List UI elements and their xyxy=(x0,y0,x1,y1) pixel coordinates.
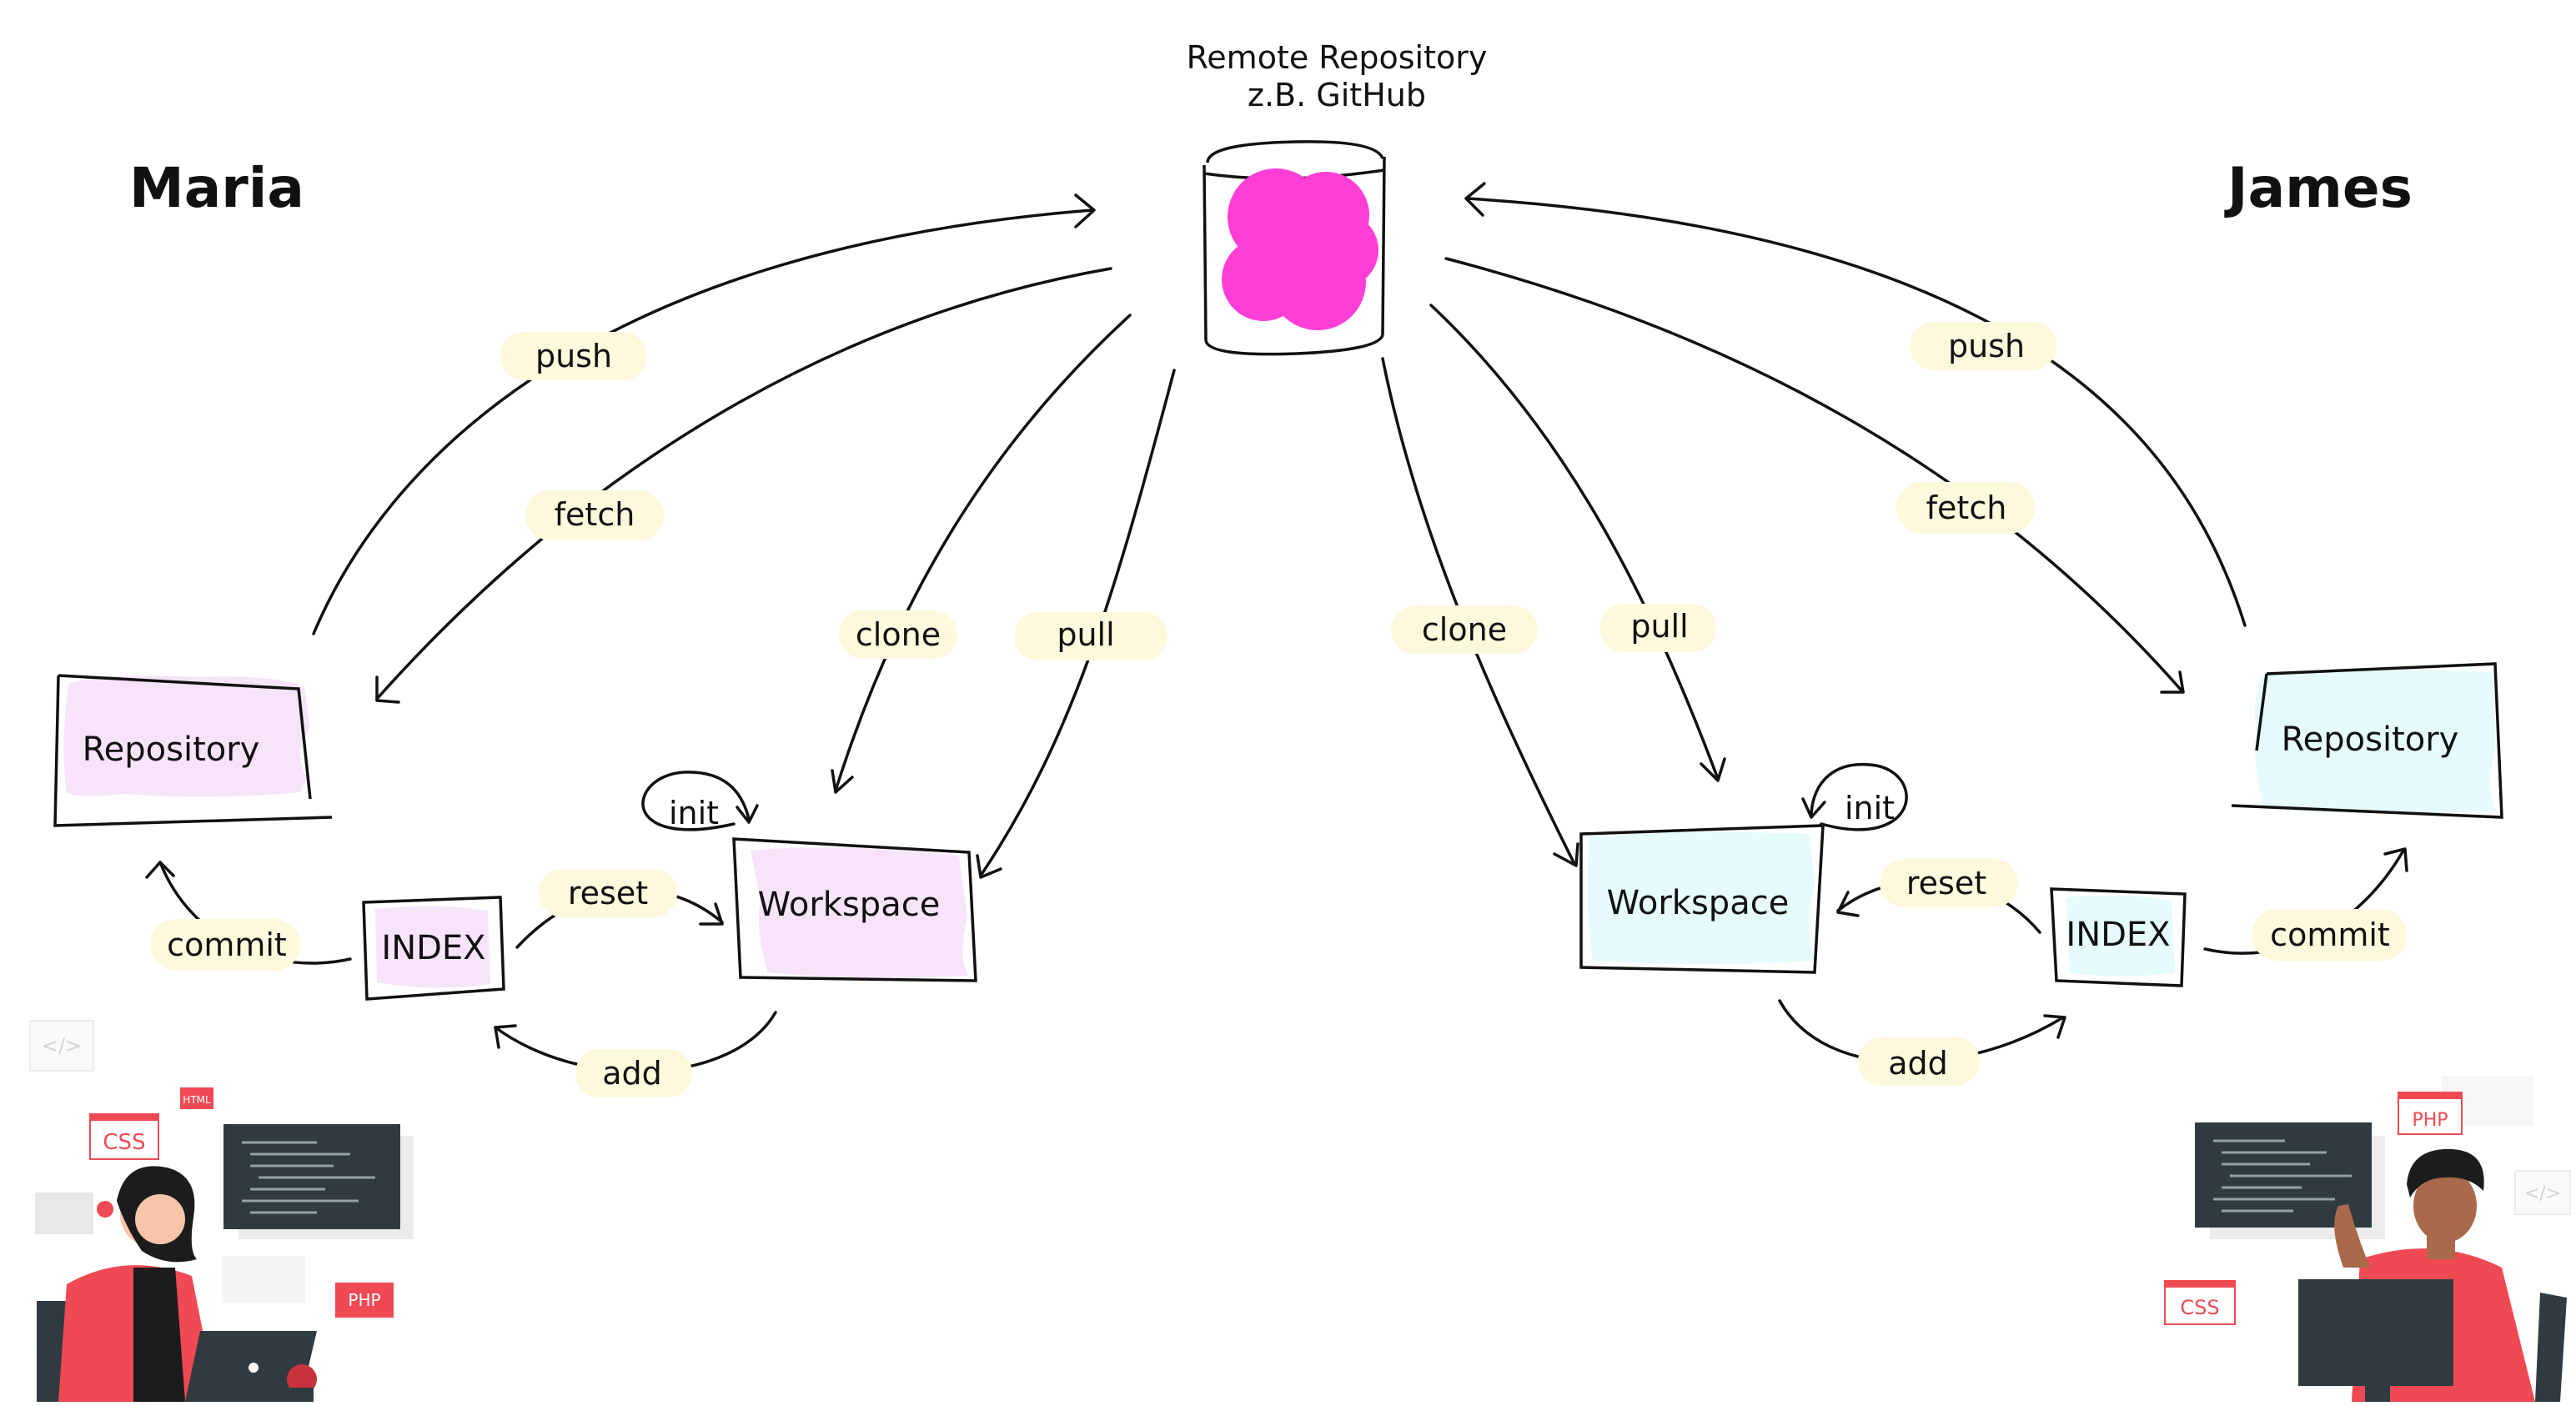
svg-text:clone: clone xyxy=(1422,611,1507,648)
php-tag-icon xyxy=(2398,1092,2463,1135)
maria-clone-label: clone xyxy=(839,610,957,659)
svg-text:commit: commit xyxy=(2270,916,2390,953)
maria-fetch-edge xyxy=(375,267,1112,704)
cactus-icon xyxy=(287,1364,317,1394)
james-pull-edge xyxy=(1429,304,1726,782)
svg-text:clone: clone xyxy=(856,616,941,653)
svg-text:PHP: PHP xyxy=(2412,1110,2448,1131)
james-init-label: init xyxy=(1845,790,1895,826)
maria-push-edge xyxy=(312,193,1096,635)
james-workspace-box: Workspace xyxy=(1579,824,1825,974)
james-title: James xyxy=(2224,156,2413,220)
maria-repository-box: Repository xyxy=(53,674,333,827)
svg-text:init: init xyxy=(669,795,719,831)
svg-text:reset: reset xyxy=(568,875,648,911)
maria-repository-label: Repository xyxy=(83,731,260,769)
remote-title-line1: Remote Repository xyxy=(1187,39,1488,76)
svg-text:pull: pull xyxy=(1630,608,1688,645)
maria-index-label: INDEX xyxy=(381,929,485,967)
james-illustration: PHP </> CSS xyxy=(2164,1076,2571,1402)
maria-reset-label: reset xyxy=(539,869,677,917)
svg-text:commit: commit xyxy=(167,926,287,963)
svg-text:fetch: fetch xyxy=(1926,490,2007,526)
remote-blob xyxy=(1222,168,1378,330)
james-push-edge xyxy=(1464,182,2247,627)
maria-workspace-box: Workspace xyxy=(732,837,977,982)
remote-repository: Remote Repository z.B. GitHub xyxy=(1187,39,1488,356)
svg-text:add: add xyxy=(1888,1045,1948,1082)
maria-push-label: push xyxy=(500,332,647,380)
james-clone-label: clone xyxy=(1391,605,1538,654)
james-commit-label: commit xyxy=(2252,909,2407,961)
maria-title: Maria xyxy=(129,156,304,220)
svg-text:reset: reset xyxy=(1906,865,1986,901)
james-pull-label: pull xyxy=(1599,604,1716,652)
maria-clone-edge xyxy=(831,314,1132,794)
svg-text:PHP: PHP xyxy=(348,1290,380,1310)
maria-workspace-label: Workspace xyxy=(758,886,941,924)
maria-commit-label: commit xyxy=(150,919,300,971)
code-tag-icon xyxy=(29,1020,94,1072)
svg-text:add: add xyxy=(602,1055,662,1092)
maria-index-box: INDEX xyxy=(362,896,505,1001)
remote-title-line2: z.B. GitHub xyxy=(1248,77,1426,113)
svg-text:fetch: fetch xyxy=(555,496,635,533)
svg-text:push: push xyxy=(1948,328,2025,364)
james-push-label: push xyxy=(1910,322,2056,370)
maria-init-label: init xyxy=(669,795,719,831)
svg-text:</>: </> xyxy=(42,1034,82,1057)
maria-pull-label: pull xyxy=(1014,612,1167,660)
james-repository-box: Repository xyxy=(2231,662,2503,819)
james-index-label: INDEX xyxy=(2066,916,2170,954)
james-fetch-label: fetch xyxy=(1896,482,2035,534)
svg-text:CSS: CSS xyxy=(103,1130,145,1155)
james-index-box: INDEX xyxy=(2050,887,2187,987)
james-add-label: add xyxy=(1858,1037,1980,1086)
svg-text:init: init xyxy=(1845,790,1895,826)
james-reset-label: reset xyxy=(1880,859,2018,907)
monitor-icon xyxy=(2298,1279,2453,1386)
svg-text:CSS: CSS xyxy=(2180,1296,2219,1319)
html-tag-icon xyxy=(180,1087,213,1109)
maria-init-edge xyxy=(641,771,759,831)
php-tag-icon xyxy=(335,1283,394,1318)
svg-text:push: push xyxy=(535,338,612,374)
svg-text:HTML: HTML xyxy=(183,1094,211,1106)
code-tag-icon xyxy=(2514,1170,2571,1215)
database-icon xyxy=(1203,140,1386,356)
james-init-edge xyxy=(1801,762,1908,831)
svg-text:</>: </> xyxy=(2524,1183,2561,1204)
james-workspace-label: Workspace xyxy=(1607,884,1790,922)
maria-illustration: </> CSS HTML PHP xyxy=(29,1020,414,1406)
james-repository-label: Repository xyxy=(2282,721,2459,759)
maria-add-label: add xyxy=(575,1049,692,1097)
css-tag-icon xyxy=(89,1113,159,1160)
svg-text:pull: pull xyxy=(1057,616,1114,653)
james-fetch-edge xyxy=(1444,257,2185,694)
maria-fetch-label: fetch xyxy=(525,490,664,540)
